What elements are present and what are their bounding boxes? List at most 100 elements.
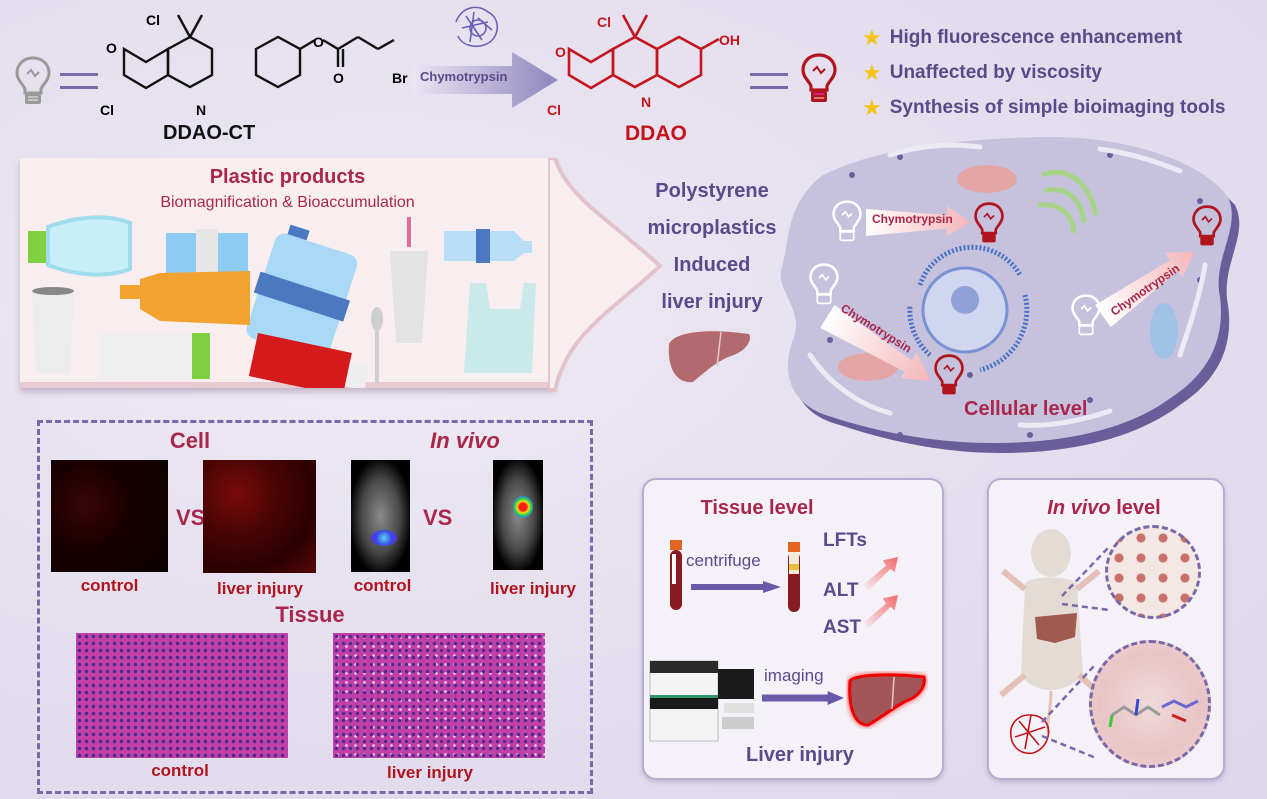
microplastics-statement: Polystyrene microplastics Induced liver … (622, 173, 802, 321)
lfts-label: LFTs (823, 530, 867, 551)
enzyme-label: Chymotrypsin (872, 212, 953, 226)
off-lightbulb-icon (809, 263, 839, 305)
feature-item: ★ Unaffected by viscosity (862, 55, 1225, 90)
tissue-image-control (76, 633, 288, 758)
enzyme-label: Chymotrypsin (420, 69, 508, 84)
atom-br: Br (392, 70, 408, 86)
invivo-level-title: In vivo level (1004, 497, 1204, 520)
atom-n: N (196, 102, 206, 118)
feature-item: ★ High fluorescence enhancement (862, 20, 1225, 55)
red-tube-icon (248, 333, 370, 388)
plastic-bag-icon (464, 283, 536, 373)
atom-cl: Cl (100, 102, 114, 118)
invivo-image-liver-injury (493, 460, 543, 570)
liver-injury-result: Liver injury (746, 744, 854, 766)
atom-cl: Cl (597, 14, 611, 30)
centrifuge-label: centrifuge (686, 551, 761, 570)
golgi-apparatus (1037, 169, 1099, 234)
feature-text: Unaffected by viscosity (889, 61, 1102, 83)
caption: control (151, 761, 209, 780)
feature-text: Synthesis of simple bioimaging tools (889, 96, 1226, 118)
statement-line: Polystyrene (655, 180, 769, 202)
plastic-title: Plastic products (209, 166, 366, 188)
fluorescence-signal (371, 530, 397, 546)
atom-n: N (641, 94, 651, 110)
plastic-products-panel: Plastic products Biomagnification & Bioa… (20, 158, 555, 388)
nucleolus (951, 286, 979, 314)
star-icon: ★ (862, 94, 882, 120)
invivo-image-control (351, 460, 410, 572)
protein-structure-icon (1009, 714, 1050, 754)
vs-label: VS (423, 505, 453, 530)
bottle-cap (28, 231, 48, 263)
marker-label: AST (823, 617, 861, 638)
caption: control (353, 576, 412, 595)
bottle-icon (46, 215, 132, 277)
reaction-arrow (412, 52, 558, 108)
off-lightbulb-icon (832, 200, 862, 242)
tissue-level-title: Tissue level (700, 497, 814, 519)
on-lightbulb-icon (974, 202, 1004, 243)
feature-item: ★ Synthesis of simple bioimaging tools (862, 90, 1225, 125)
protein-structure-icon (455, 6, 499, 48)
process-arrow (762, 691, 844, 705)
plastic-panel-arrow (548, 158, 663, 392)
fluorescent-liver-icon (848, 673, 926, 727)
vs-label: VS (176, 505, 206, 530)
equals-sign (60, 73, 98, 89)
fluorescence-signal (513, 496, 533, 518)
atom-o: O (313, 34, 324, 50)
statement-line: microplastics (647, 217, 777, 239)
cell-image-liver-injury (203, 460, 316, 573)
on-lightbulb-icon (934, 354, 964, 395)
liver-icon (668, 331, 751, 383)
atom-cl: Cl (547, 102, 561, 118)
caption: liver injury (490, 579, 576, 598)
ddao-structure: Cl O Cl N OH (547, 14, 740, 118)
caption: control (80, 576, 139, 595)
imaging-evidence-panel (37, 420, 593, 794)
plastic-cup-icon (32, 291, 74, 373)
tissue-image-liver-injury (333, 633, 545, 758)
atom-o: O (555, 44, 566, 60)
off-lightbulb-icon (15, 56, 51, 104)
cell-image-control (51, 460, 168, 572)
atom-oh: OH (719, 32, 740, 48)
blood-tube-icon (670, 540, 682, 610)
orange-bottle-icon (140, 271, 250, 325)
atom-o: O (333, 70, 344, 86)
imaging-system-icon (649, 660, 754, 742)
star-icon: ★ (862, 24, 882, 50)
liver (1035, 613, 1077, 643)
tissue-section-title: Tissue (275, 602, 345, 627)
zoom-connector-lines (1041, 665, 1097, 760)
atom-o: O (106, 40, 117, 56)
statement-line: liver injury (661, 291, 763, 313)
imaging-label: imaging (764, 666, 824, 685)
feature-text: High fluorescence enhancement (889, 26, 1183, 48)
off-lightbulb-icon (1071, 294, 1101, 336)
mitochondrion (957, 165, 1017, 193)
process-arrow (691, 581, 781, 593)
marker-label: ALT (823, 580, 859, 601)
caption: liver injury (387, 763, 473, 782)
feature-list: ★ High fluorescence enhancement ★ Unaffe… (862, 20, 1225, 125)
atom-cl: Cl (146, 12, 160, 28)
plastic-subtitle: Biomagnification & Bioaccumulation (160, 194, 415, 211)
cellular-level-label: Cellular level (964, 398, 1088, 420)
invivo-section-title: In vivo (430, 428, 500, 453)
equals-sign (750, 73, 788, 89)
separated-blood-tube-icon (788, 542, 800, 612)
cell-section-title: Cell (169, 428, 211, 453)
zoom-circle-cells (1105, 525, 1201, 619)
zoom-connector-lines (1061, 547, 1111, 612)
product-name: DDAO (625, 122, 687, 145)
plastic-items-illustration (28, 215, 536, 388)
ddao-ct-structure: Cl O Cl N O O Br (100, 12, 408, 118)
probe-name: DDAO-CT (163, 122, 256, 144)
cup-icon (390, 251, 428, 343)
mitochondrion (1150, 303, 1178, 359)
on-lightbulb-icon (801, 53, 837, 102)
invivo-rest: level (1110, 497, 1161, 519)
docked-molecule (1108, 698, 1199, 728)
